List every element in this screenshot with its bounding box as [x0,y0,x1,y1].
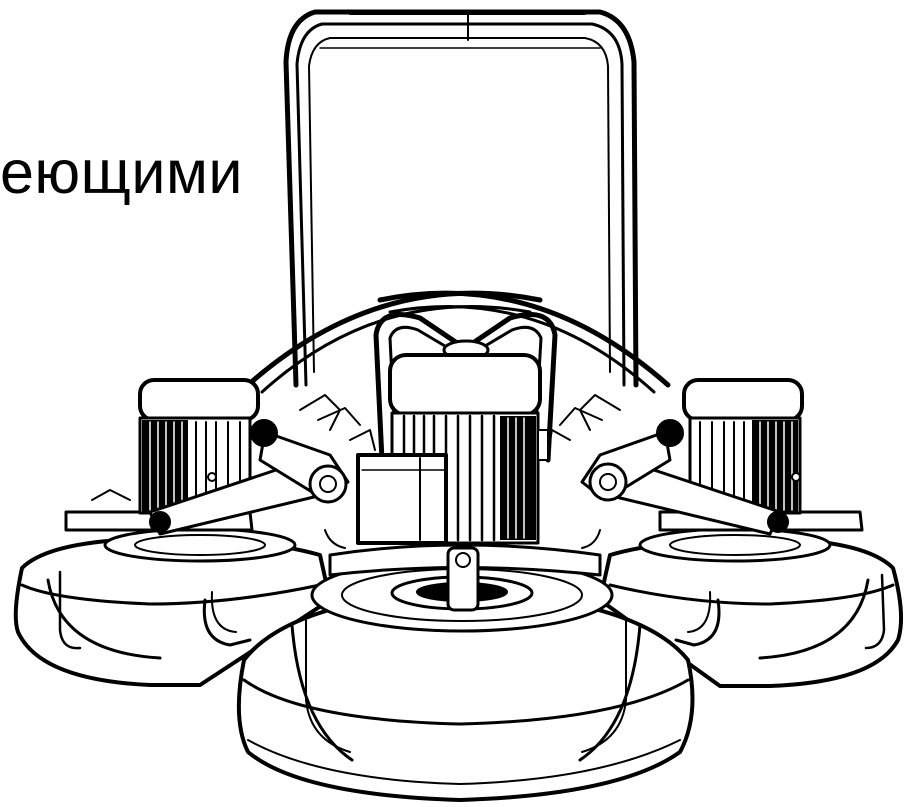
center-motor [390,355,548,543]
center-grinding-head [239,545,693,800]
side-guard-loops [204,530,719,645]
right-arm-linkage [582,420,788,534]
internal-mechanism [300,395,620,450]
right-motor [684,380,802,513]
curved-tubes [248,293,668,460]
left-arm-linkage [150,420,348,534]
handle-frame [286,12,636,385]
caption-fragment: еющими [0,138,243,206]
control-box [358,455,446,543]
